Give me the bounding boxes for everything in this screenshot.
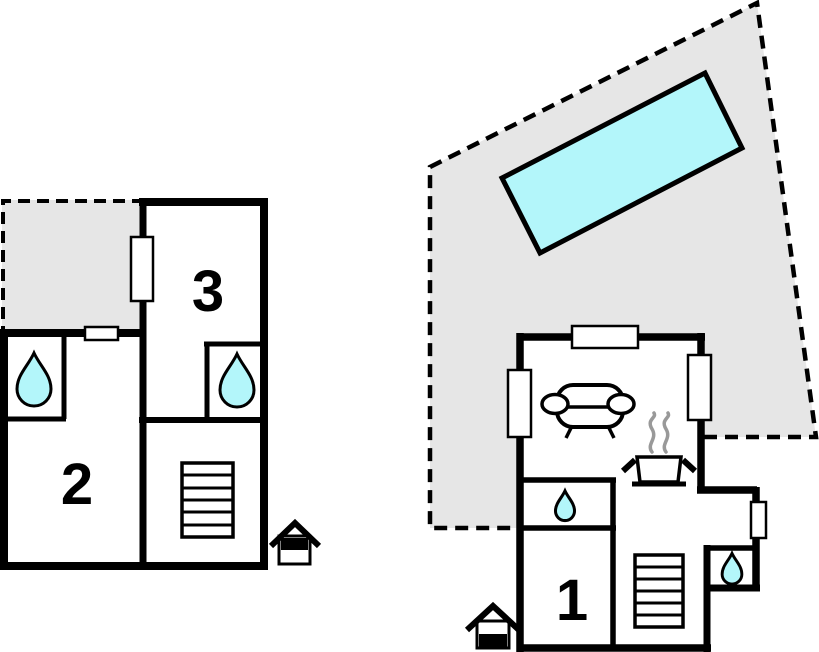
terrace-area — [430, 3, 816, 528]
entrance-house-icon — [464, 601, 522, 650]
terrace-area — [2, 200, 144, 332]
window-marker — [129, 235, 155, 303]
water-drop-icon — [218, 352, 256, 409]
window-marker — [686, 353, 713, 422]
water-drop-icon — [15, 351, 53, 408]
walls-upper-floor — [0, 198, 268, 570]
swimming-pool — [498, 69, 746, 257]
room-label: 1 — [556, 568, 588, 633]
stairs-icon — [633, 553, 685, 629]
room-label: 3 — [192, 259, 224, 324]
window-marker — [506, 368, 533, 439]
water-drop-icon — [553, 489, 577, 523]
water-drop-icon — [720, 551, 744, 586]
steam-icon — [648, 411, 671, 454]
terrace-dashed-border — [427, 0, 819, 531]
cooking-pot-icon — [620, 455, 698, 487]
ground-floor-plan: 1 — [427, 0, 819, 652]
window-marker — [749, 500, 768, 540]
terrace-dashed-border — [1, 199, 144, 330]
room-label: 2 — [61, 452, 93, 517]
window-marker — [570, 324, 640, 350]
sofa-icon — [540, 383, 636, 439]
entrance-house-icon — [268, 518, 322, 566]
upper-floor-plan: 3 2 — [0, 198, 322, 570]
stairs-icon — [180, 461, 235, 539]
window-marker — [83, 325, 120, 342]
